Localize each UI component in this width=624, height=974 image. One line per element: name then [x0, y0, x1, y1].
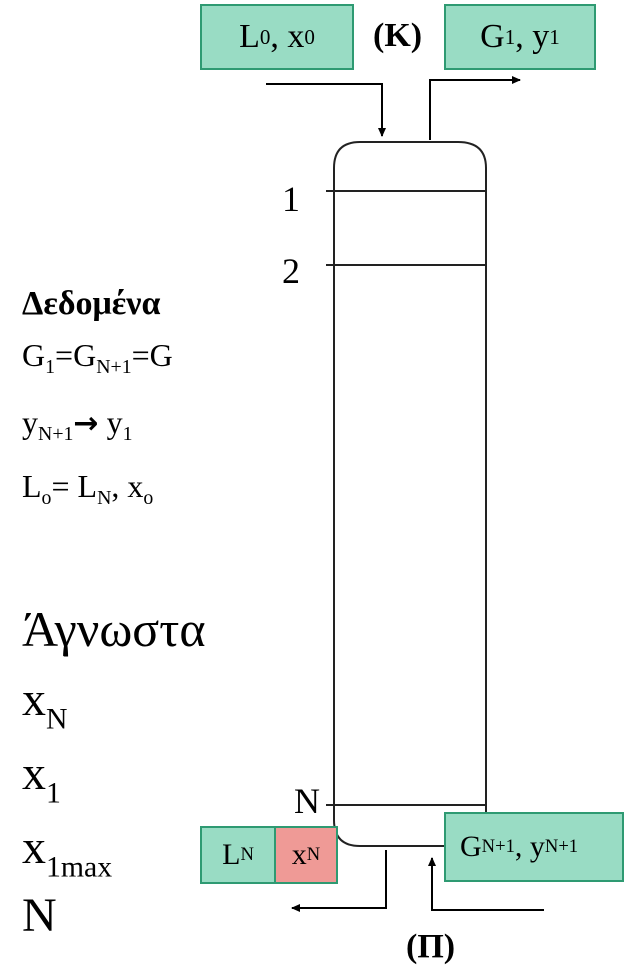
condenser-label: (K)	[373, 17, 423, 54]
column-vessel	[333, 141, 487, 847]
feed-liquid-symbol: L	[239, 18, 260, 55]
feed-inlet-line	[266, 83, 386, 137]
given-line-1: G1=GN+1=G	[22, 337, 173, 379]
y1-sub: 1	[122, 422, 133, 445]
g-symbol: =G	[131, 337, 173, 373]
xo-symbol: , x	[111, 468, 144, 504]
unknown-symbol: x	[22, 673, 46, 726]
feed-liquid-sub: 0	[259, 24, 271, 49]
tray-number-1: 1	[282, 179, 300, 219]
liquid-out-sub: N	[240, 844, 254, 865]
lo-symbol: L	[22, 468, 42, 504]
vapor-out-composition-sub: 1	[549, 24, 560, 49]
yn1-symbol: y	[22, 404, 38, 440]
liquid-out-symbol: L	[222, 838, 241, 871]
unknown-sub: 1max	[46, 850, 113, 884]
feed-composition-symbol: , x	[270, 18, 305, 55]
tray-number-N: N	[294, 781, 320, 821]
unknown-symbol: x	[22, 821, 46, 874]
unknown-sub: 1	[46, 776, 61, 810]
vapor-outlet-line	[429, 76, 521, 140]
given-line-2: yN+1→ y1	[22, 404, 132, 446]
xo-sub: o	[143, 486, 154, 509]
liquid-outlet-line	[291, 850, 387, 912]
gn1-symbol: =G	[55, 337, 97, 373]
bottom-label: (Π)	[406, 928, 456, 965]
g1-sub: 1	[45, 355, 56, 378]
vapor-in-symbol: G	[460, 830, 482, 863]
given-title: Δεδομένα	[22, 285, 161, 322]
vapor-in-composition: , y	[514, 830, 545, 863]
unknown-symbol: N	[22, 889, 57, 942]
g1-symbol: G	[22, 337, 46, 373]
vapor-inlet-line	[428, 857, 544, 911]
vapor-in-sub: N+1	[481, 836, 515, 857]
right-arrow-icon: →	[73, 406, 99, 441]
lo-sub: o	[41, 486, 52, 509]
unknown-item: x1max	[22, 820, 112, 884]
vapor-in-composition-sub: N+1	[544, 836, 579, 857]
ln-sub: N	[97, 486, 112, 509]
tray-number-2: 2	[282, 251, 300, 291]
unknown-item: N	[22, 888, 57, 952]
unknown-item: x1	[22, 746, 61, 810]
unknowns-title: Άγνωστα	[22, 601, 206, 657]
gn1-sub: N+1	[96, 355, 132, 378]
unknown-item: xN	[22, 672, 68, 736]
vapor-out-composition: , y	[515, 18, 550, 55]
y1-symbol: y	[98, 404, 123, 440]
vapor-out-symbol: G	[480, 18, 505, 55]
yn1-sub: N+1	[38, 422, 74, 445]
given-line-3: Lo= LN, xo	[22, 468, 153, 510]
xn-sub: N	[306, 844, 321, 865]
ln-symbol: = L	[51, 468, 98, 504]
unknown-sub: N	[46, 702, 68, 736]
xn-symbol: x	[291, 838, 307, 871]
unknown-symbol: x	[22, 747, 46, 800]
vapor-out-sub: 1	[504, 24, 516, 49]
feed-composition-sub: 0	[304, 24, 315, 49]
